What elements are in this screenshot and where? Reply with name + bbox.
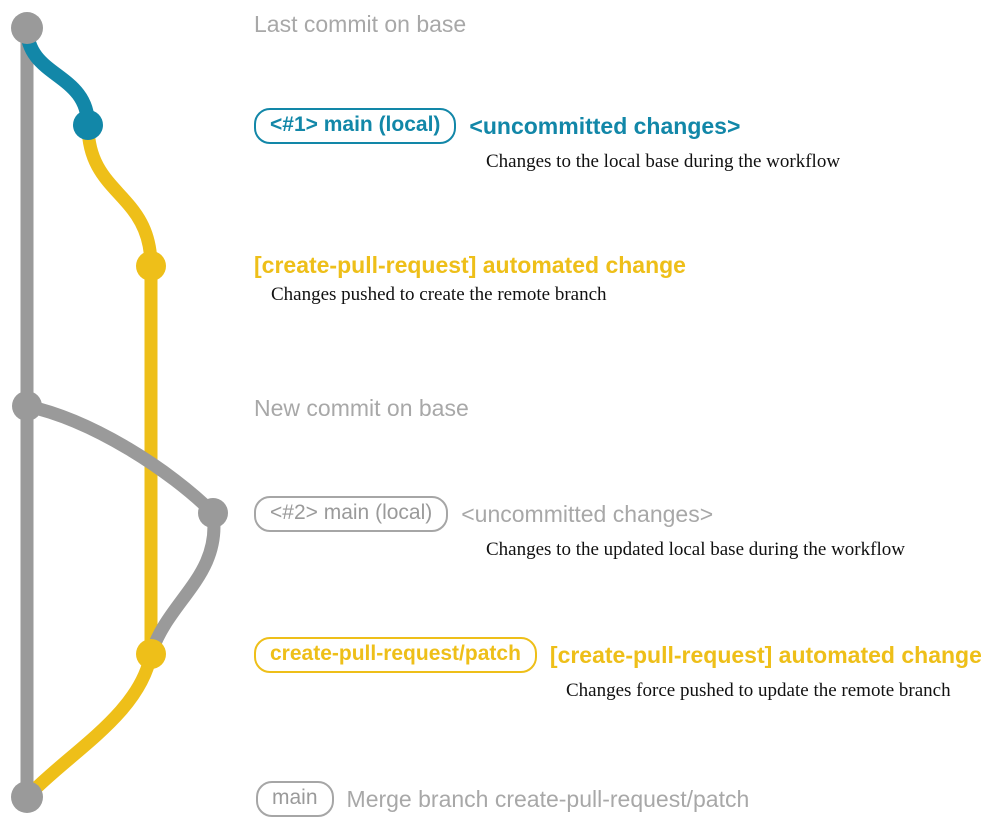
commit-message: Merge branch create-pull-request/patch (346, 785, 750, 812)
branch-badge-main[interactable]: main (256, 781, 334, 818)
commit-message: [create-pull-request] automated change (254, 252, 686, 278)
commit-node-base-1[interactable] (11, 12, 43, 44)
commit-message: Last commit on base (254, 11, 467, 37)
commit-row-new-commit-on-base: New commit on base (254, 396, 469, 420)
commit-row-main: <#1> main (local) <uncommitted changes> (254, 108, 741, 145)
commit-message: [create-pull-request] automated change (549, 641, 981, 668)
commit-row-main: create-pull-request/patch [create-pull-r… (254, 637, 981, 674)
edge-local1-to-patch1 (81, 118, 158, 273)
commit-node-patch-2[interactable] (136, 639, 166, 669)
commit-row-last-commit-on-base: Last commit on base (254, 12, 466, 36)
branch-badge-main-local-1[interactable]: <#1> main (local) (254, 108, 457, 145)
commit-row-main: Last commit on base (254, 12, 466, 36)
commit-node-local-2[interactable] (198, 498, 228, 528)
edge-patch2-to-merge (20, 647, 158, 804)
commit-row-local-uncommitted-1: <#1> main (local) <uncommitted changes> … (254, 108, 840, 173)
commit-row-merge-commit: main Merge branch create-pull-request/pa… (256, 781, 750, 818)
commit-row-main: New commit on base (254, 396, 469, 420)
edge-base2-to-local2 (20, 399, 220, 520)
edge-local2-to-patch2 (144, 506, 221, 661)
commit-node-base-2[interactable] (12, 391, 42, 421)
commit-node-local-1[interactable] (73, 110, 103, 140)
commit-message: <uncommitted changes> (469, 112, 741, 139)
commit-row-automated-change-1: [create-pull-request] automated change C… (254, 253, 686, 306)
commit-row-main: main Merge branch create-pull-request/pa… (256, 781, 750, 818)
commit-note: Changes force pushed to update the remot… (566, 680, 951, 702)
commit-node-patch-1[interactable] (136, 251, 166, 281)
commit-node-merge[interactable] (11, 781, 43, 813)
branch-badge-create-pull-request-patch[interactable]: create-pull-request/patch (254, 637, 537, 674)
branch-badge-main-local-2[interactable]: <#2> main (local) (254, 496, 449, 533)
commit-message: New commit on base (254, 395, 469, 421)
commit-row-automated-change-2: create-pull-request/patch [create-pull-r… (254, 637, 981, 702)
commit-note: Changes to the updated local base during… (486, 539, 905, 561)
commit-message: <uncommitted changes> (461, 500, 714, 527)
commit-note: Changes pushed to create the remote bran… (271, 284, 607, 306)
commit-note: Changes to the local base during the wor… (486, 151, 841, 173)
commit-row-local-uncommitted-2: <#2> main (local) <uncommitted changes> … (254, 496, 905, 561)
commit-row-main: <#2> main (local) <uncommitted changes> (254, 496, 714, 533)
commit-row-main: [create-pull-request] automated change (254, 253, 686, 277)
